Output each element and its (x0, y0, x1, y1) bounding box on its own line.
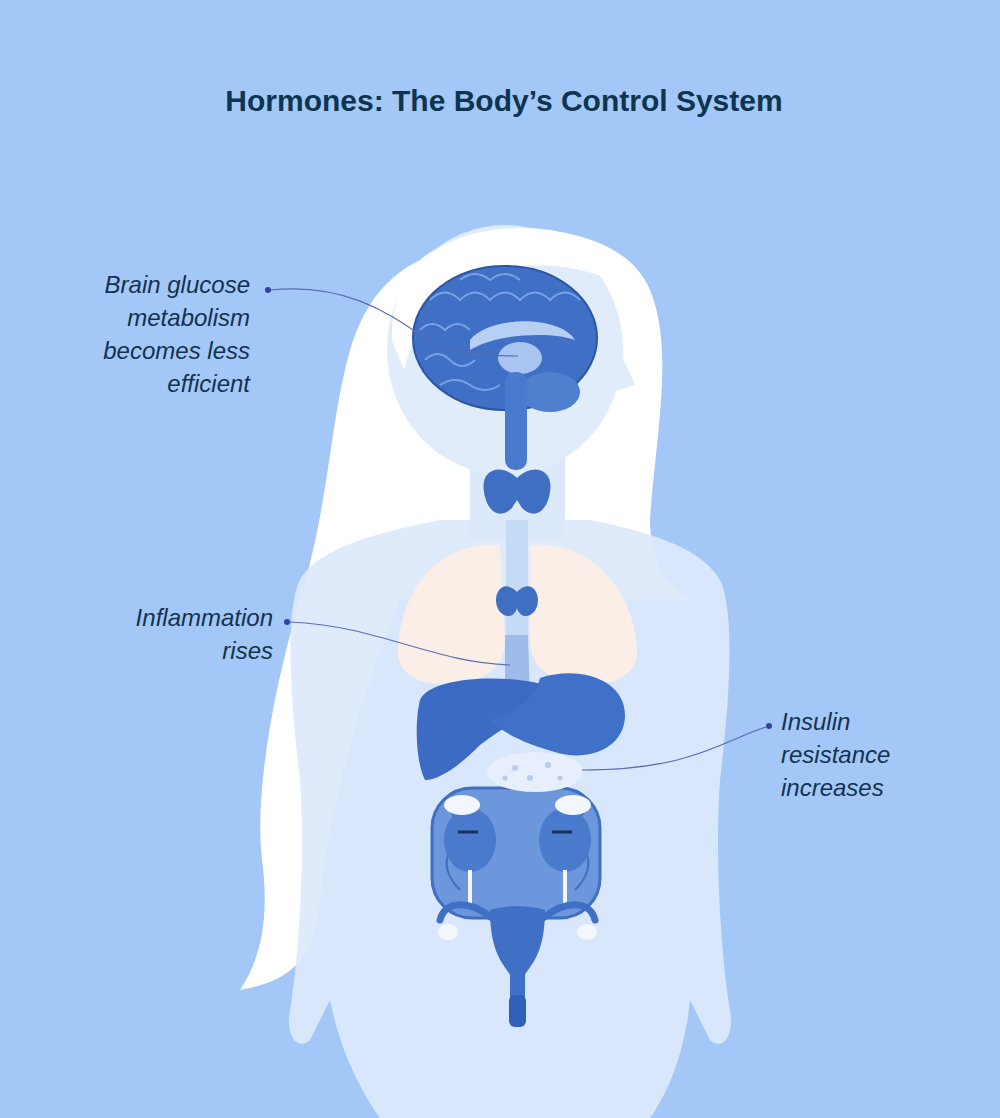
callout-label: Insulin resistance increases (781, 705, 941, 804)
thalamus (498, 342, 542, 374)
uterus (490, 906, 545, 1000)
callout-label: Brain glucose metabolism becomes less ef… (60, 268, 250, 400)
leader-dots (265, 287, 772, 729)
diagram-title: Hormones: The Body’s Control System (4, 84, 1000, 118)
pancreas-dots (503, 762, 563, 781)
closed-eyes (458, 831, 572, 834)
fallopian-tubes (440, 905, 595, 920)
body-silhouette (289, 520, 731, 1118)
thymus (496, 586, 538, 616)
trachea (506, 520, 528, 640)
pancreas (487, 752, 583, 792)
callout-label: Inflammation rises (95, 601, 273, 667)
brainstem (505, 372, 527, 470)
ovary (438, 924, 458, 940)
vaginal-canal (509, 995, 526, 1027)
right-lung (530, 545, 637, 684)
kidneys (444, 795, 591, 905)
ovary (577, 924, 597, 940)
cerebellum (520, 372, 580, 412)
leader-lines (270, 289, 766, 770)
nose (612, 340, 635, 392)
thyroid (483, 470, 550, 514)
stomach (490, 673, 625, 755)
intestines (432, 788, 600, 918)
